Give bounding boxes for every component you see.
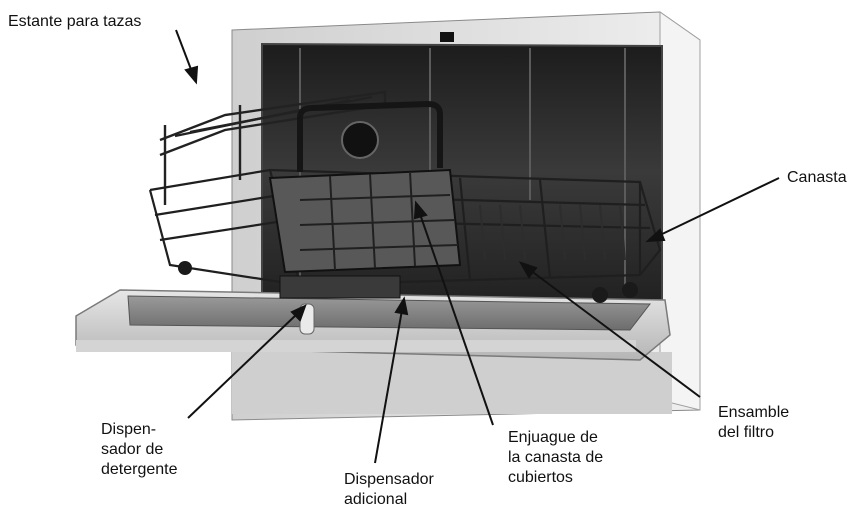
basket-tines xyxy=(479,204,626,261)
label-cup-shelf: Estante para tazas xyxy=(8,13,142,30)
filter-assembly-pointer xyxy=(518,261,701,398)
basket-wheels xyxy=(178,261,638,303)
label-rinse-aid-dispenser: Dispensador adicional xyxy=(344,471,434,508)
callout-lines xyxy=(175,29,780,464)
rinse-aid-dispenser-pointer xyxy=(374,296,409,464)
label-basket: Canasta xyxy=(787,169,847,186)
label-filter-assembly: Ensamble del filtro xyxy=(718,404,790,441)
label-cutlery-basket: Enjuague de la canasta de cubiertos xyxy=(508,429,604,486)
cutlery-basket xyxy=(268,100,462,274)
detergent-dispenser-pointer xyxy=(187,304,307,419)
cutlery-basket-pointer xyxy=(413,200,494,426)
label-detergent-dispenser: Dispen- sador de detergente xyxy=(101,421,178,478)
open-door xyxy=(75,275,671,361)
basket-pointer xyxy=(645,177,780,243)
cup-shelf-pointer xyxy=(175,29,199,85)
